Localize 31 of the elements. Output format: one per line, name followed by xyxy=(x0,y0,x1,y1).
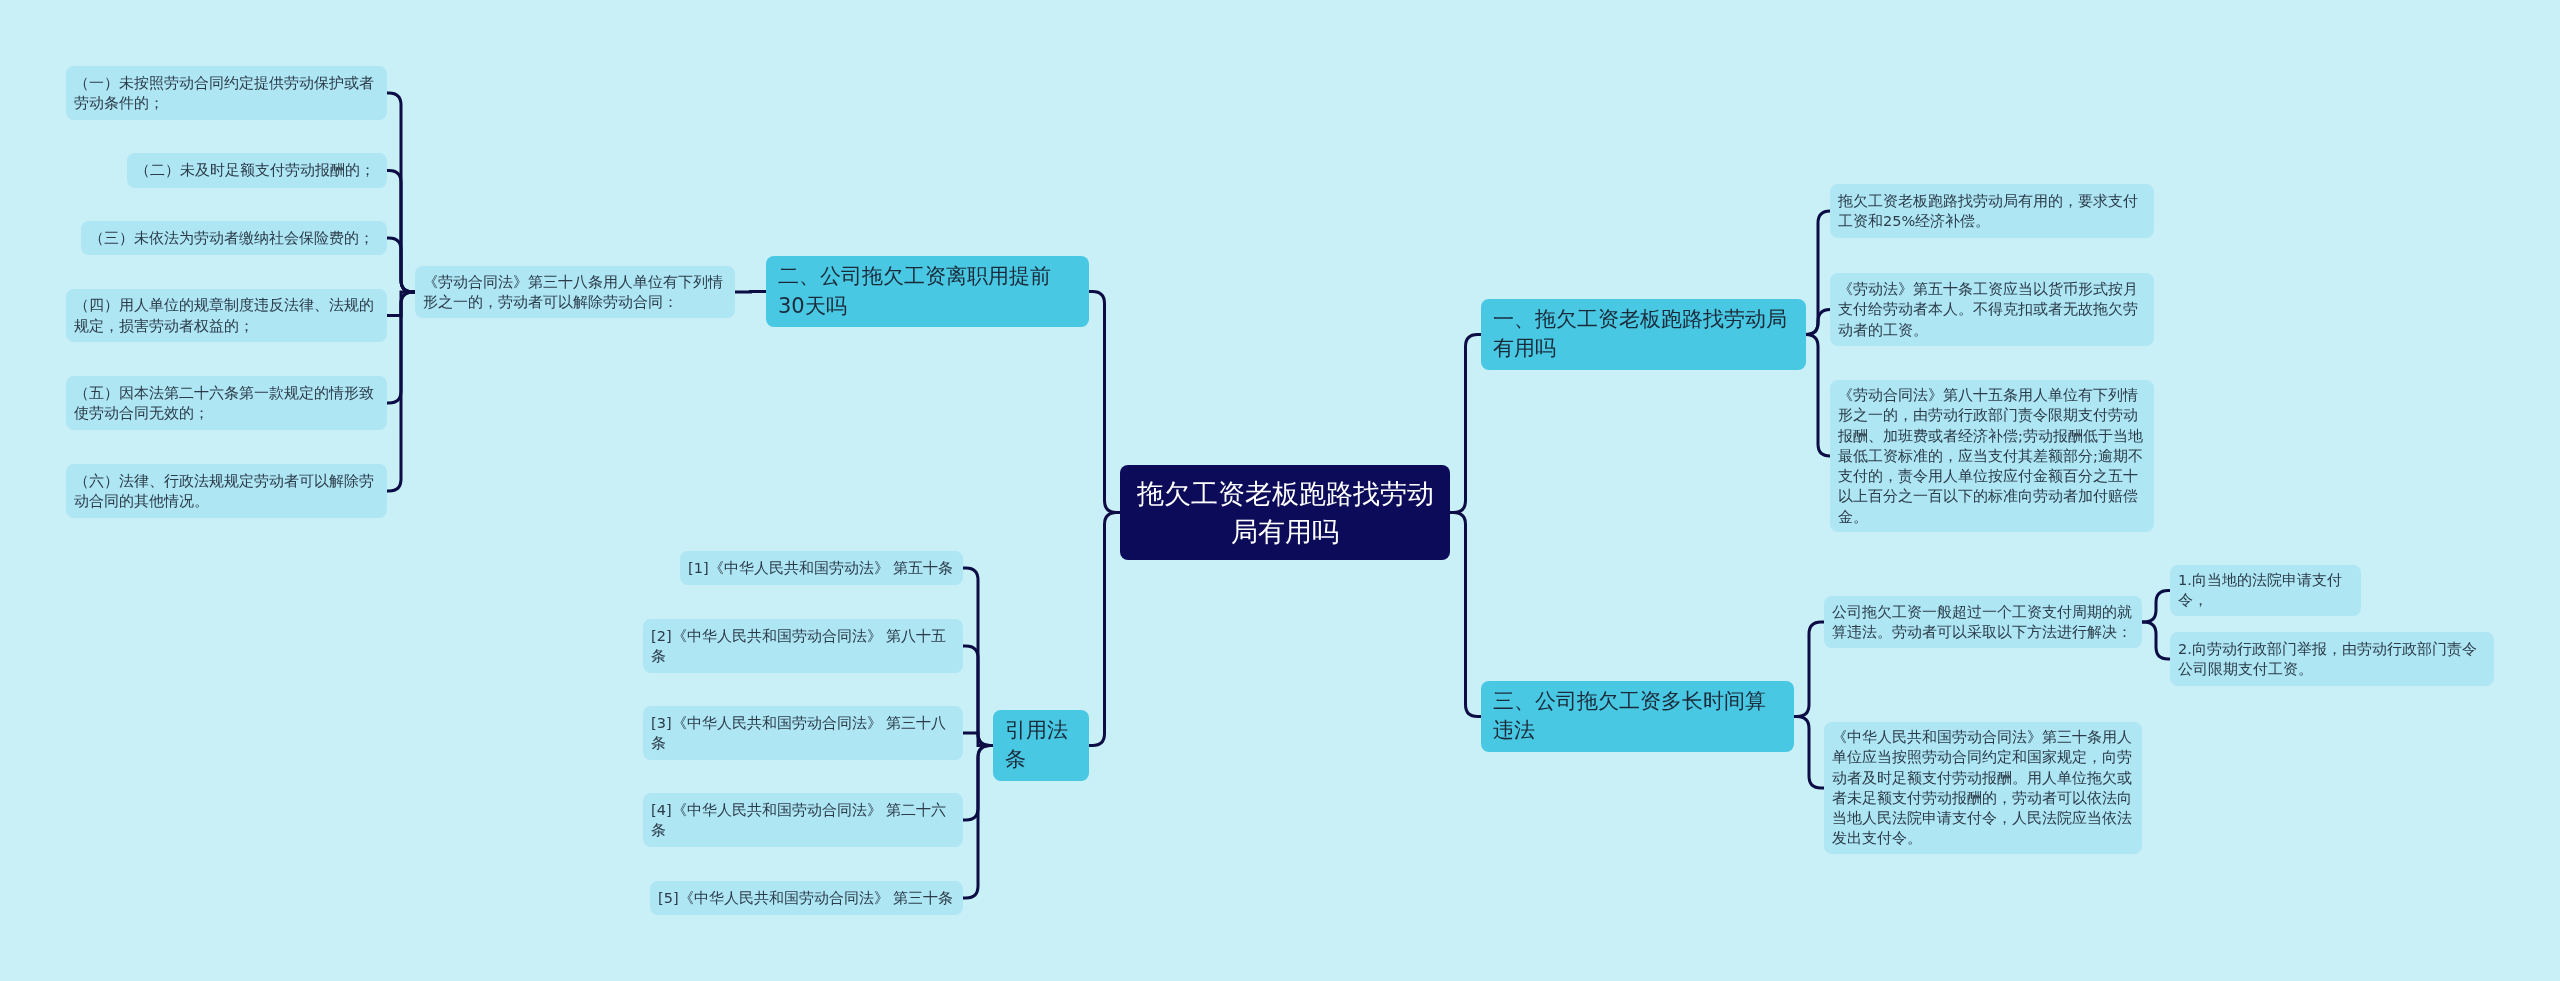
connector-line xyxy=(735,290,766,294)
connector-line xyxy=(2141,620,2171,661)
note-box: [2]《中华人民共和国劳动合同法》 第八十五条 xyxy=(643,619,963,673)
note-box: [4]《中华人民共和国劳动合同法》 第二十六条 xyxy=(643,793,963,847)
note-box: [1]《中华人民共和国劳动法》 第五十条 xyxy=(680,551,963,585)
connector-line xyxy=(1804,333,1832,458)
note-box: （六）法律、行政法规规定劳动者可以解除劳动合同的其他情况。 xyxy=(66,464,387,518)
note-box: [3]《中华人民共和国劳动合同法》 第三十八条 xyxy=(643,706,963,760)
topic-box: 二、公司拖欠工资离职用提前30天吗 xyxy=(766,256,1089,327)
note-box: （四）用人单位的规章制度违反法律、法规的规定，损害劳动者权益的； xyxy=(66,289,387,342)
topic-box: 引用法条 xyxy=(993,710,1089,781)
note-box: 1.向当地的法院申请支付令， xyxy=(2170,565,2361,616)
note-box: 拖欠工资老板跑路找劳动局有用的，要求支付工资和25%经济补偿。 xyxy=(1830,184,2154,238)
connector-line xyxy=(2141,589,2171,624)
note-box: 2.向劳动行政部门举报，由劳动行政部门责令公司限期支付工资。 xyxy=(2170,632,2494,686)
note-box: （五）因本法第二十六条第一款规定的情形致使劳动合同无效的； xyxy=(66,376,387,430)
note-box: 《劳动合同法》第八十五条用人单位有下列情形之一的，由劳动行政部门责令限期支付劳动报酬、加班费或者经济补偿;劳动报酬低于当地最低工资标准的，应当支付其差额部分;逾期不支付的，责令用人单位按应付金额百分之五十以上百分之一百以下的标准向劳动者加付赔偿金。 xyxy=(1830,380,2154,533)
central-topic-box: 拖欠工资老板跑路找劳动局有用吗 xyxy=(1120,465,1450,560)
note-box: （一）未按照劳动合同约定提供劳动保护或者劳动条件的； xyxy=(66,66,387,120)
note-box: 《中华人民共和国劳动合同法》第三十条用人单位应当按照劳动合同约定和国家规定，向劳动者及时足额支付劳动报酬。用人单位拖欠或者未足额支付劳动报酬的，劳动者可以依法向当地人民法院申请支付令，人民法院应当依法发出支付令。 xyxy=(1824,722,2142,854)
note-box: 《劳动法》第五十条工资应当以货币形式按月支付给劳动者本人。不得克扣或者无故拖欠劳动者的工资。 xyxy=(1830,273,2154,346)
note-box: 公司拖欠工资一般超过一个工资支付周期的就算违法。劳动者可以采取以下方法进行解决： xyxy=(1824,596,2142,648)
note-box: 《劳动合同法》第三十八条用人单位有下列情形之一的，劳动者可以解除劳动合同： xyxy=(415,266,735,318)
topic-box: 一、拖欠工资老板跑路找劳动局有用吗 xyxy=(1481,299,1806,370)
topic-box: 三、公司拖欠工资多长时间算违法 xyxy=(1481,681,1794,752)
connector-line xyxy=(1794,715,1824,790)
connector-line xyxy=(963,744,993,900)
note-box: （二）未及时足额支付劳动报酬的； xyxy=(127,153,387,188)
note-box: （三）未依法为劳动者缴纳社会保险费的； xyxy=(81,221,387,255)
connector-line xyxy=(386,236,416,294)
note-box: [5]《中华人民共和国劳动合同法》 第三十条 xyxy=(650,881,963,915)
